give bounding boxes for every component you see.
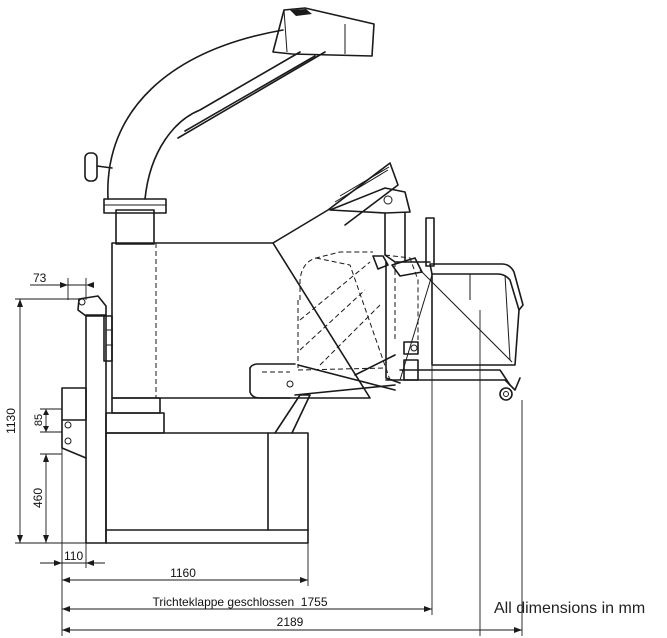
hopper-support bbox=[249, 354, 396, 434]
dimension-1160: 1160 bbox=[170, 566, 196, 580]
chipper-machine bbox=[61, 7, 524, 544]
lower-chassis bbox=[105, 397, 309, 544]
dimension-110: 110 bbox=[64, 549, 83, 563]
dimension-460: 460 bbox=[31, 488, 45, 508]
hitch-frame bbox=[61, 295, 113, 544]
discharge-chute bbox=[84, 7, 375, 245]
dimension-73: 73 bbox=[33, 271, 47, 285]
dimension-2189: 2189 bbox=[277, 615, 304, 629]
infeed-hopper bbox=[272, 162, 524, 401]
dimension-1130: 1130 bbox=[4, 408, 18, 434]
hopper-closed-position bbox=[297, 251, 419, 381]
dimension-85: 85 bbox=[33, 414, 45, 426]
units-note: All dimensions in mm bbox=[494, 600, 646, 617]
dimension-1755: Trichteklappe geschlossen 1755 bbox=[153, 595, 328, 609]
dimension-lines bbox=[15, 275, 523, 636]
